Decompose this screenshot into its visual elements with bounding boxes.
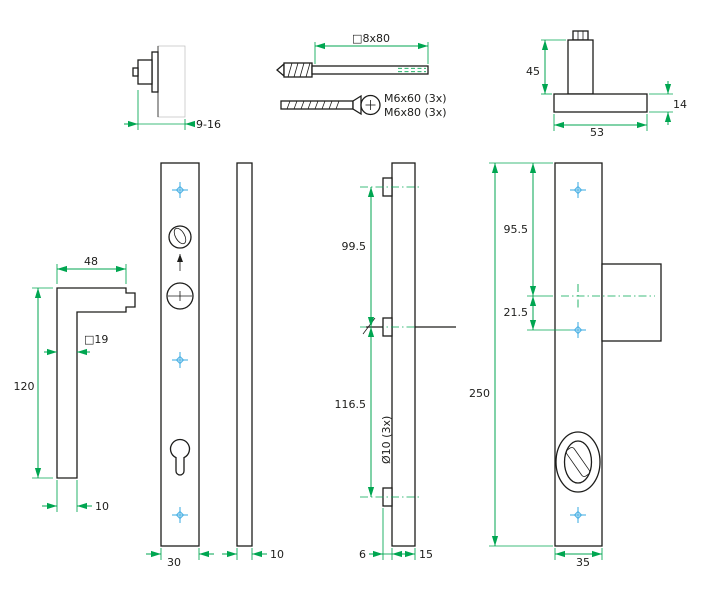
- dim-base-length: 53: [553, 114, 648, 139]
- dim-label-lever-projection: 48: [84, 255, 98, 268]
- dim-label-hole-spacing-upper: 99.5: [342, 240, 367, 253]
- dim-top-to-axis: 95.5: [489, 162, 553, 297]
- dim-label-base-length: 53: [590, 126, 604, 139]
- dim-label-plate-thickness: 10: [270, 548, 284, 561]
- dim-outer-plate-width: 35: [554, 548, 603, 569]
- dim-boss-and-thickness: 6 15: [359, 508, 433, 561]
- wall-mount-detail: 9-16: [124, 45, 221, 131]
- inner-plate-front-view: 30: [146, 162, 214, 569]
- dim-label-top-to-axis: 95.5: [504, 223, 529, 236]
- hanger-bolt: [276, 62, 429, 78]
- dim-grip-range: 9-16: [124, 90, 221, 131]
- dim-label-handle-height: 45: [526, 65, 540, 78]
- dim-plate-thickness: 10: [222, 548, 284, 561]
- dim-label-boss-holes: Ø10 (3x): [380, 416, 393, 464]
- dim-label-base-thickness: 14: [673, 98, 687, 111]
- outer-plate-side-view: 99.5 116.5 Ø10 (3x) 6 15: [335, 162, 456, 561]
- handle-base: [553, 93, 648, 113]
- wall-hatch: [157, 45, 186, 118]
- dim-bolt-size: □8x80: [314, 32, 429, 64]
- dim-lever-square: □19: [44, 333, 108, 356]
- machine-screw: [280, 94, 381, 116]
- outer-plate-side-outline: [391, 162, 416, 547]
- dim-label-lever-square: □19: [84, 333, 108, 346]
- dim-label-bolt-size: □8x80: [352, 32, 390, 45]
- dim-hole-spacing-upper: 99.5: [342, 187, 375, 327]
- dim-plate-height: 250: [469, 163, 553, 547]
- label-screw-m6x80: M6x80 (3x): [384, 106, 447, 119]
- dim-hole-spacing-lower: 116.5: [335, 327, 375, 497]
- dim-lever-length: 120: [14, 287, 53, 479]
- lever-handle-front-view: 48 □19 120 10: [14, 255, 136, 513]
- dim-label-plate-width: 30: [167, 556, 181, 569]
- outer-plate-front-view: 95.5 21.5 250 35: [469, 162, 662, 569]
- dim-lever-width: 10: [42, 480, 109, 513]
- lever-outline: [56, 287, 136, 479]
- dim-label-hole-spacing-lower: 116.5: [335, 398, 367, 411]
- dim-label-outer-plate-width: 35: [576, 556, 590, 569]
- dim-label-axis-to-hole: 21.5: [504, 306, 529, 319]
- dim-label-boss-height: 6: [359, 548, 366, 561]
- dim-lever-projection: 48: [56, 255, 127, 284]
- handle-side-view: 45 14 53: [526, 30, 687, 139]
- spindle-cap: [572, 30, 589, 41]
- label-screw-m6x60: M6x60 (3x): [384, 92, 447, 105]
- dim-label-lever-width: 10: [95, 500, 109, 513]
- fastener-set: □8x80 M6x60 (3x) M6x80 (3x): [276, 32, 447, 119]
- dim-plate-width: 30: [146, 548, 214, 569]
- dim-label-outer-thickness: 15: [419, 548, 433, 561]
- cylinder-guard: [555, 431, 601, 493]
- mounting-part: [132, 51, 159, 93]
- handle-stem: [567, 39, 594, 95]
- cylinder-keyhole: [169, 438, 191, 476]
- dim-label-lever-length: 120: [14, 380, 35, 393]
- inner-plate-side-view: 10: [222, 162, 284, 561]
- thumbturn-knob: [168, 225, 192, 271]
- inner-plate-side-outline: [236, 162, 253, 547]
- handle-spindle-hole: [166, 282, 194, 310]
- dim-axis-to-hole: 21.5: [504, 296, 570, 331]
- dim-handle-height: 45: [526, 39, 566, 95]
- dim-label-grip-range: 9-16: [196, 118, 221, 131]
- dim-base-thickness: 14: [649, 81, 687, 125]
- handle-block: [601, 263, 662, 342]
- dim-label-plate-height: 250: [469, 387, 490, 400]
